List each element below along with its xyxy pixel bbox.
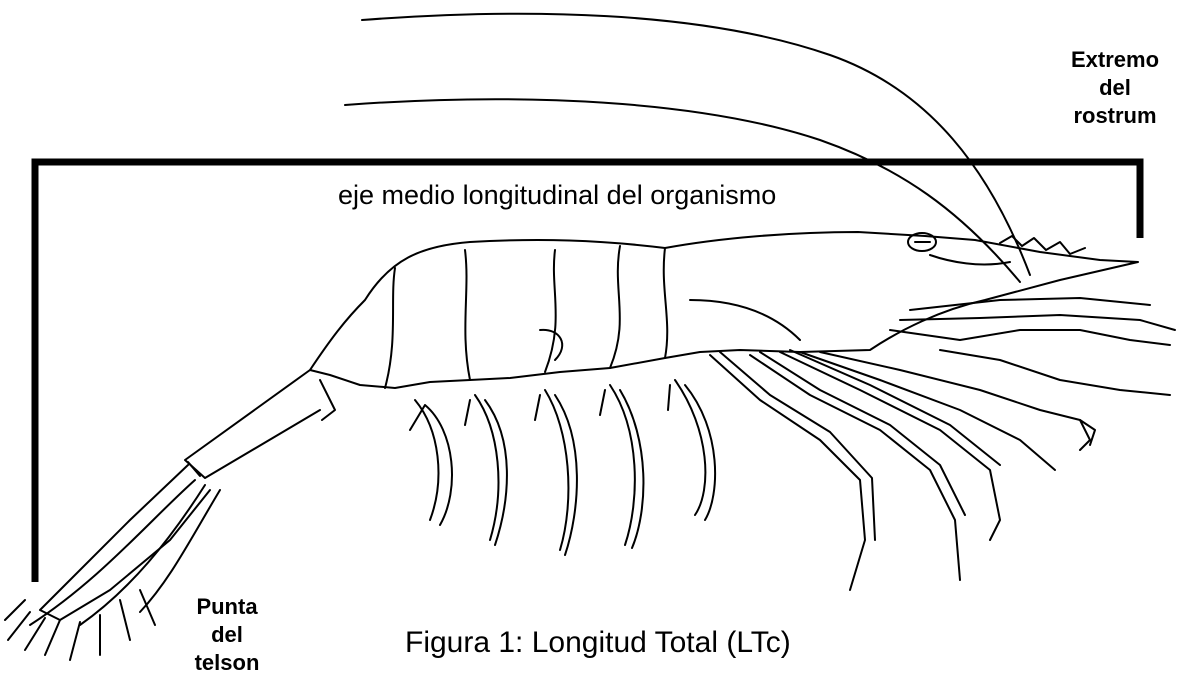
walking-leg-1 — [710, 355, 865, 590]
walking-leg-3 — [780, 352, 1000, 540]
walking-leg-5 — [820, 352, 1090, 450]
pleopod-3 — [535, 390, 577, 555]
axis-label: eje medio longitudinal del organismo — [338, 180, 776, 211]
rostrum-label-line-3: rostrum — [1050, 102, 1180, 130]
telson-label-line-1: Punta — [172, 593, 282, 621]
walking-leg-4 — [800, 352, 1055, 470]
walking-leg-2 — [750, 355, 960, 580]
rostrum-label-line-1: Extremo — [1050, 46, 1180, 74]
shrimp-drawing — [5, 14, 1175, 660]
pleopod-5 — [668, 380, 715, 520]
rostrum-tip-label: Extremo del rostrum — [1050, 46, 1180, 130]
figure-caption: Figura 1: Longitud Total (LTc) — [405, 626, 791, 660]
pleopod-1 — [410, 400, 452, 525]
telson-tip-label: Punta del telson — [172, 593, 282, 677]
pleopod-2 — [465, 395, 507, 545]
telson-label-line-2: del — [172, 621, 282, 649]
tail-segment — [185, 370, 320, 478]
pleopod-4 — [600, 385, 643, 548]
rostrum-label-line-2: del — [1050, 74, 1180, 102]
measurement-bracket — [35, 162, 1140, 582]
telson-label-line-3: telson — [172, 649, 282, 677]
